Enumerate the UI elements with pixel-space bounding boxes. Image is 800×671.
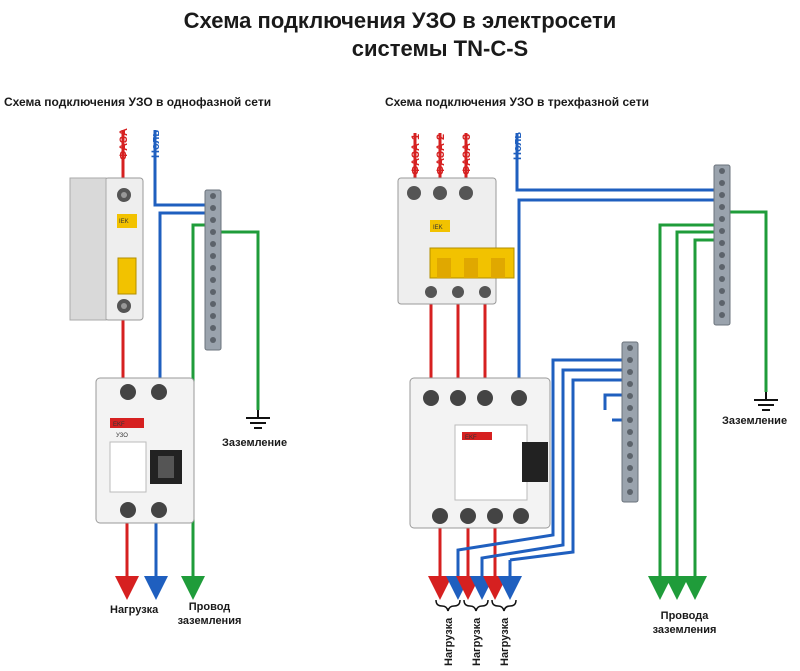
busbar-screw <box>719 288 725 294</box>
single-phase-label: ФАЗА <box>118 128 130 160</box>
three-ground-wires-label: Провода заземления <box>652 610 717 636</box>
rcd-brand: EKF <box>113 422 125 428</box>
neutral3-label: Ноль <box>512 132 524 160</box>
busbar-screw <box>719 312 725 318</box>
busbar-screw <box>210 205 216 211</box>
ground3-main <box>648 223 718 600</box>
busbar-screw <box>210 193 216 199</box>
busbar-screw <box>210 229 216 235</box>
single-ground-label: Заземление <box>222 437 288 449</box>
busbar-screw <box>210 337 216 343</box>
busbar-screw <box>719 276 725 282</box>
single-load-label: Нагрузка <box>110 604 159 616</box>
busbar-screw <box>719 300 725 306</box>
neutral3-bus <box>517 198 718 378</box>
title-line-2: системы TN-C-S <box>351 36 529 61</box>
busbar-screw <box>210 253 216 259</box>
load3-label-3: Нагрузка <box>499 617 511 666</box>
ground-wire-b <box>214 230 260 410</box>
busbar-screw <box>627 441 633 447</box>
busbar-screw <box>719 240 725 246</box>
busbar-screw <box>210 265 216 271</box>
busbar-screw <box>210 289 216 295</box>
neutral-busbar-3 <box>621 341 639 503</box>
busbar-screw <box>627 405 633 411</box>
busbar-screw <box>719 252 725 258</box>
single-phase-heading: Схема подключения УЗО в однофазной сети <box>4 95 272 109</box>
busbar-screw <box>210 301 216 307</box>
phase2-label: ФАЗА 2 <box>435 134 447 175</box>
three-phase-wires <box>413 133 768 600</box>
three-pole-breaker: IEK <box>397 177 515 305</box>
busbar-screw <box>627 381 633 387</box>
busbar-screw <box>627 417 633 423</box>
load-braces <box>435 599 517 612</box>
busbar-screw <box>627 489 633 495</box>
busbar-screw <box>719 216 725 222</box>
single-ground-symbol <box>246 410 270 429</box>
three-phase-rcd: EKF <box>409 377 551 529</box>
three-ground-symbol <box>754 392 778 411</box>
busbar-screw <box>210 277 216 283</box>
three-ground-label: Заземление <box>722 415 788 427</box>
busbar-screw <box>627 453 633 459</box>
single-neutral-label: Ноль <box>150 130 162 158</box>
single-rcd: EKF УЗО <box>95 377 195 524</box>
busbar-screw <box>719 180 725 186</box>
single-busbar <box>204 189 222 351</box>
busbar-screw <box>210 313 216 319</box>
busbar-screw <box>627 369 633 375</box>
busbar-screw <box>719 264 725 270</box>
ground-busbar-3 <box>713 164 731 326</box>
title-line-1: Схема подключения УЗО в электросети <box>183 8 617 33</box>
busbar-screw <box>719 168 725 174</box>
breaker3-brand: IEK <box>433 225 443 231</box>
rcd-name: УЗО <box>116 433 128 439</box>
neutral-bus-wire <box>158 211 210 380</box>
single-ground-wire-label: Провод заземления <box>177 601 242 627</box>
neutral3-wire <box>515 133 718 192</box>
busbar-screw <box>210 241 216 247</box>
busbar-screw <box>627 357 633 363</box>
load3-label-1: Нагрузка <box>443 617 455 666</box>
busbar-screw <box>719 204 725 210</box>
busbar-screw <box>627 345 633 351</box>
busbar-screw <box>627 465 633 471</box>
busbar-screw <box>627 477 633 483</box>
neutral-wire <box>153 130 210 207</box>
busbar-screw <box>210 325 216 331</box>
busbar-screw <box>627 393 633 399</box>
load3-label-2: Нагрузка <box>471 617 483 666</box>
phase1-label: ФАЗА 1 <box>410 134 422 175</box>
breaker-brand: IEK <box>119 219 129 225</box>
phase3-label: ФАЗА 3 <box>461 134 473 175</box>
busbar-screw <box>719 228 725 234</box>
single-circuit-breaker: IEK <box>69 177 144 321</box>
busbar-screw <box>719 192 725 198</box>
busbar-screw <box>210 217 216 223</box>
three-phase-heading: Схема подключения УЗО в трехфазной сети <box>385 95 649 109</box>
rcd3-brand: EKF <box>465 435 477 441</box>
busbar-screw <box>627 429 633 435</box>
